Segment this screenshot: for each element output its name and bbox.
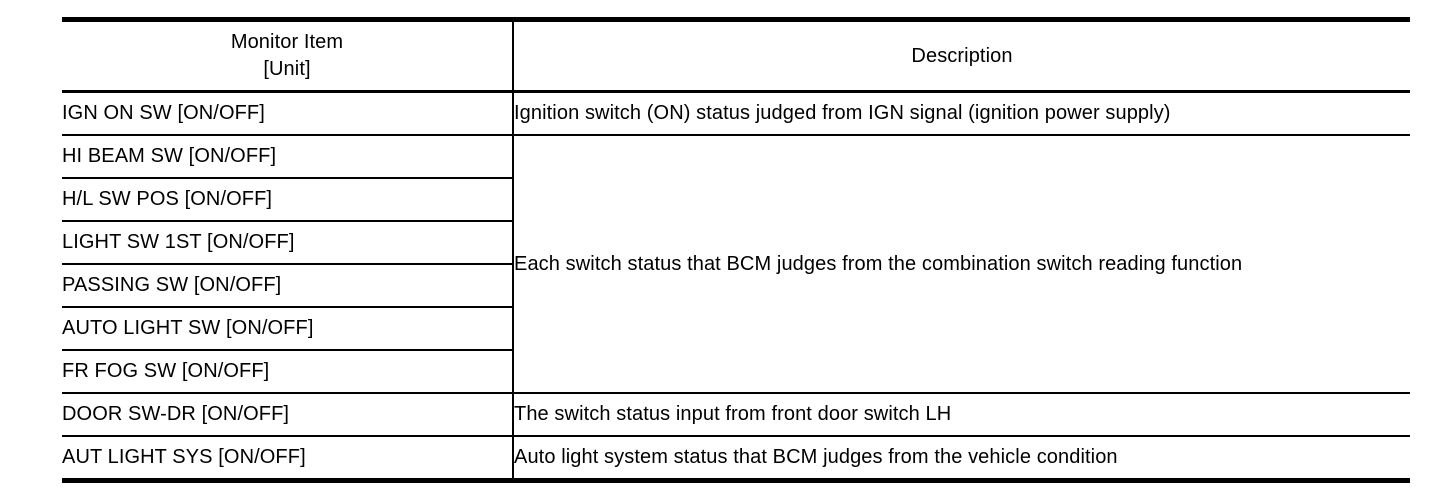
monitor-item-cell: FR FOG SW [ON/OFF]: [62, 349, 514, 393]
monitor-item-cell: AUT LIGHT SYS [ON/OFF]: [62, 435, 514, 481]
monitor-item-cell: DOOR SW-DR [ON/OFF]: [62, 392, 514, 436]
description-cell: The switch status input from front door …: [513, 392, 1410, 436]
header-monitor-item-line1: Monitor Item: [230, 31, 344, 53]
table-row: IGN ON SW [ON/OFF] Ignition switch (ON) …: [62, 90, 1410, 135]
table-row: AUT LIGHT SYS [ON/OFF] Auto light system…: [62, 435, 1410, 481]
description-cell: Auto light system status that BCM judges…: [513, 435, 1410, 481]
table-row: H/L SW POS [ON/OFF]: [62, 177, 1410, 221]
monitor-item-table: Monitor Item [Unit] Description IGN ON S…: [62, 17, 1410, 483]
table-row: AUTO LIGHT SW [ON/OFF]: [62, 306, 1410, 350]
header-monitor-item: Monitor Item [Unit]: [62, 19, 514, 92]
table-row: FR FOG SW [ON/OFF]: [62, 349, 1410, 393]
header-description: Description: [911, 44, 1013, 67]
monitor-item-cell: HI BEAM SW [ON/OFF]: [62, 134, 514, 178]
monitor-item-cell: IGN ON SW [ON/OFF]: [62, 90, 514, 135]
description-cell-merged: Each switch status that BCM judges from …: [513, 134, 1410, 393]
table-row: HI BEAM SW [ON/OFF] Each switch status t…: [62, 134, 1410, 393]
table-header-row: Monitor Item [Unit] Description: [62, 19, 1410, 92]
monitor-item-cell: PASSING SW [ON/OFF]: [62, 263, 514, 307]
monitor-item-cell: H/L SW POS [ON/OFF]: [62, 177, 514, 221]
monitor-item-cell: LIGHT SW 1ST [ON/OFF]: [62, 220, 514, 264]
description-cell: Ignition switch (ON) status judged from …: [513, 90, 1410, 135]
table-row: DOOR SW-DR [ON/OFF] The switch status in…: [62, 392, 1410, 436]
table-row: LIGHT SW 1ST [ON/OFF]: [62, 220, 1410, 264]
table-row: PASSING SW [ON/OFF]: [62, 263, 1410, 307]
monitor-item-cell: AUTO LIGHT SW [ON/OFF]: [62, 306, 514, 350]
header-monitor-item-line2: [Unit]: [263, 58, 311, 80]
